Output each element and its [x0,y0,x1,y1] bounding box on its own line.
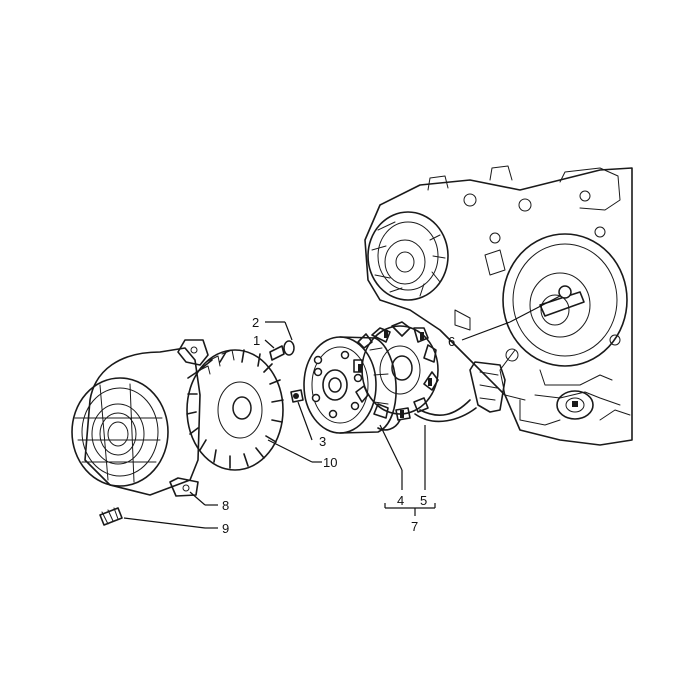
callout-3: 3 [319,434,326,449]
stator-coil [353,321,477,431]
flywheel-rotor [303,336,397,434]
callout-6: 6 [448,334,455,349]
callout-2: 2 [252,315,259,330]
callout-5: 5 [420,493,427,508]
fan-cover [71,339,209,497]
callout-1: 1 [253,333,260,348]
nut-washer [269,340,304,403]
callout-10: 10 [323,455,337,470]
engine-crankcase [364,165,633,446]
callout-7: 7 [411,519,418,534]
callout-8: 8 [222,498,229,513]
pickup-sensor [469,361,506,413]
callout-labels: 1 2 3 10 6 4 5 7 8 9 [222,315,455,536]
leader-lines [123,295,561,529]
callout-4: 4 [397,493,404,508]
cooling-fan [186,349,284,471]
cover-screw [99,507,123,526]
callout-9: 9 [222,521,229,536]
